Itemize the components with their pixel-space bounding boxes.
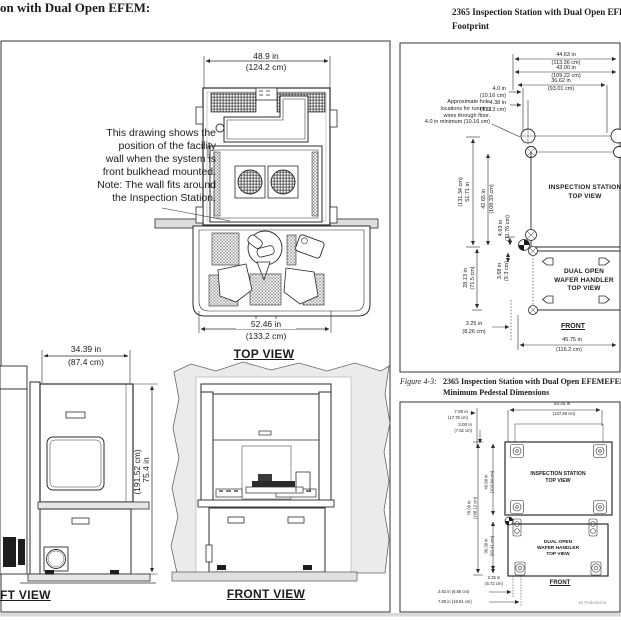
front-view-label: FRONT VIEW bbox=[226, 587, 306, 601]
front-view-drawing bbox=[170, 361, 391, 582]
dim-bottom-width-in: 52.46 in bbox=[236, 319, 296, 329]
f1-dim-h1-in: 51.71 in bbox=[465, 182, 471, 202]
f1-dim-b2-in: 45.75 in bbox=[536, 337, 608, 343]
f2-handler-label: DUAL OPEN WAFER HANDLER TOP VIEW bbox=[536, 540, 580, 557]
f1-dim-w1-in: 44.63 in bbox=[556, 52, 576, 58]
page-title-left: on with Dual Open EFEM: bbox=[0, 0, 151, 15]
dim-height-cm: (191.52 cm) bbox=[132, 449, 142, 495]
f1-dim-h2-cm: (108.33 cm) bbox=[489, 184, 495, 214]
f1-station-label: INSPECTION STATION TOP VIEW bbox=[548, 184, 621, 200]
f1-dim-off1-in: 4.0 in bbox=[492, 86, 506, 92]
pedestal-footnote: 16 Pedestal w bbox=[578, 600, 607, 605]
dim-top-width-in: 48.9 in bbox=[253, 51, 279, 61]
facility-wall-note: This drawing shows the position of the f… bbox=[97, 127, 216, 204]
f1-dim-b2-cm: (116.2 cm) bbox=[556, 347, 582, 353]
f2-dim-h1-cm: (198.12 cm) bbox=[472, 496, 477, 520]
f2-dim-b2: 2.62 in (6.65 cm) bbox=[438, 589, 469, 594]
dim-side-width-cm: (87.4 cm) bbox=[46, 357, 126, 367]
f1-dim-w3-cm: (93.01 cm) bbox=[547, 86, 575, 92]
figure-caption-line2: Minimum Pedestal Dimensions bbox=[443, 388, 550, 397]
f2-front-label: FRONT bbox=[549, 580, 571, 586]
left-view-label: FT VIEW bbox=[0, 588, 51, 602]
dim-top-width-cm: (124.2 cm) bbox=[245, 62, 287, 72]
f2-dim-h2-in: 40.88 in bbox=[483, 474, 489, 490]
f2-dim-h3-cm: (92.41 cm) bbox=[489, 535, 494, 557]
f2-dim-b2-cm: (6.65 cm) bbox=[451, 588, 470, 594]
f2-dim-h3-in: 36.38 in bbox=[483, 538, 489, 554]
f1-dim-h1-cm: (131.34 cm) bbox=[458, 177, 464, 207]
page-title-right-sub: Footprint bbox=[452, 21, 489, 31]
f2-dim-b1-cm: (5.72 cm) bbox=[485, 581, 503, 586]
f2-dim-off2-cm: (7.62 cm) bbox=[454, 428, 472, 433]
f1-hole-note: Approximate hole locations for running w… bbox=[424, 99, 490, 126]
top-view-label: TOP VIEW bbox=[233, 347, 295, 361]
f1-dim-b1-in: 3.25 in bbox=[465, 321, 483, 327]
f1-dim-h4-in: 28.13 in bbox=[463, 268, 469, 288]
f2-dim-b3-cm: (19.81 cm) bbox=[451, 598, 472, 604]
f2-dim-w-in: 54.25 in bbox=[553, 401, 571, 406]
f2-dim-off2-in: 3.00 in bbox=[458, 422, 472, 427]
f2-dim-off1-in: 7.00 in bbox=[454, 409, 468, 414]
dim-height-in: 75.4 in bbox=[141, 457, 151, 483]
f1-dim-b1-cm: (8.26 cm) bbox=[462, 329, 486, 335]
page-title-right: 2365 Inspection Station with Dual Open E… bbox=[452, 7, 621, 17]
f1-dim-w2-in: 43.00 in bbox=[556, 64, 576, 71]
f2-dim-off1-cm: (17.78 cm) bbox=[447, 415, 468, 420]
f1-dim-h2-in: 42.65 in bbox=[481, 189, 487, 209]
f2-dim-b3: 7.80 in (19.81 cm) bbox=[438, 599, 472, 604]
figure-caption-label: Figure 4-3: bbox=[400, 377, 437, 386]
f2-dim-b2-in: 2.62 in bbox=[438, 588, 451, 594]
dim-bottom-width-cm: (133.2 cm) bbox=[245, 331, 287, 341]
f2-dim-h2-cm: (103.84 cm) bbox=[489, 470, 494, 494]
f1-dim-h4-cm: (71.5 cm) bbox=[469, 266, 476, 290]
f1-front-label: FRONT bbox=[560, 323, 586, 330]
f2-dim-h1-in: 78.00 in bbox=[466, 500, 472, 516]
f1-dim-h3-cm: (11.76 cm) bbox=[504, 215, 511, 241]
f2-station-label: INSPECTION STATION TOP VIEW bbox=[530, 471, 586, 484]
dim-side-width-in: 34.39 in bbox=[70, 344, 102, 354]
f2-dim-w-cm: (137.80 cm) bbox=[552, 411, 576, 416]
f1-dim-h3-in: 4.63 in bbox=[498, 219, 504, 237]
f1-dim-h5-in: 3.68 in bbox=[497, 262, 503, 280]
f1-handler-label: DUAL OPEN WAFER HANDLER TOP VIEW bbox=[554, 268, 614, 293]
f2-dim-b1-in: 2.25 in bbox=[487, 575, 501, 580]
f2-dim-b3-in: 7.80 in bbox=[438, 598, 451, 604]
f1-dim-h5-cm: (9.3 cm) bbox=[503, 260, 510, 282]
f1-dim-w3-in: 36.62 in bbox=[551, 77, 571, 84]
figure-caption-line1: 2365 Inspection Station with Dual Open E… bbox=[443, 377, 621, 386]
